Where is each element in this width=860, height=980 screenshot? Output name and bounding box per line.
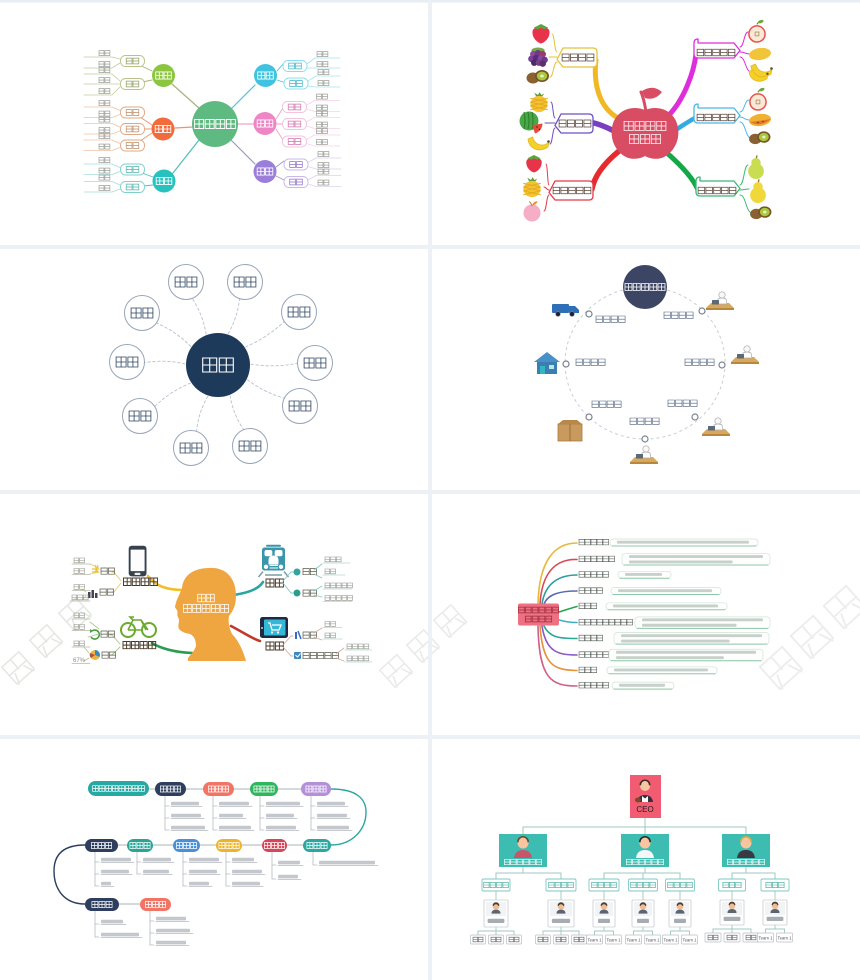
- svg-text:Team 1: Team 1: [645, 937, 660, 942]
- svg-text:Team 1: Team 1: [663, 937, 678, 942]
- svg-text:Team 1: Team 1: [626, 937, 641, 942]
- svg-text:CEO: CEO: [636, 805, 653, 814]
- svg-text:Team 1: Team 1: [606, 937, 621, 942]
- svg-text:Team 1: Team 1: [587, 937, 602, 942]
- svg-text:Team 1: Team 1: [682, 937, 697, 942]
- svg-text:Team 1: Team 1: [777, 935, 792, 940]
- svg-text:Team 1: Team 1: [758, 935, 773, 940]
- svg-text:67%: 67%: [73, 658, 86, 664]
